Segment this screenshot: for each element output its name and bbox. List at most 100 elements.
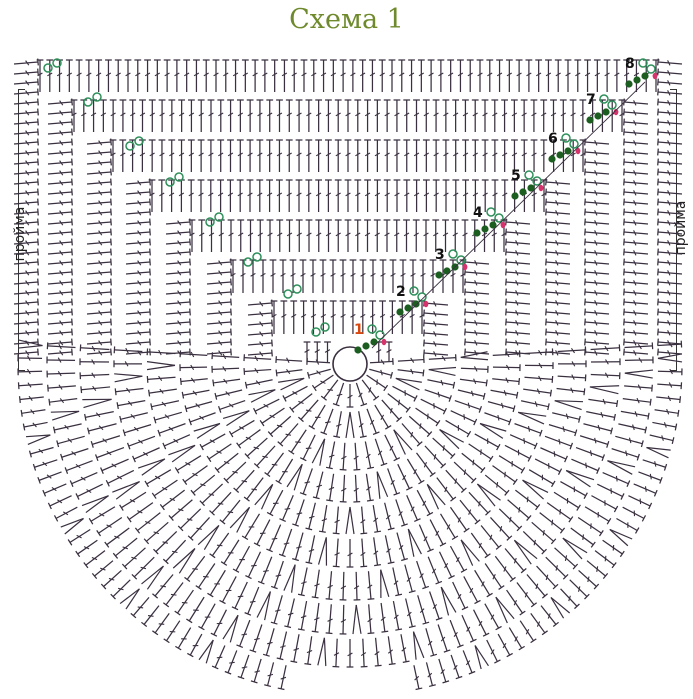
double-crochet-stitch	[545, 198, 571, 206]
increase-leg	[565, 470, 591, 488]
stitch-cross-mark	[667, 330, 671, 336]
double-crochet-stitch	[364, 99, 371, 132]
stitch-cross-mark	[389, 313, 396, 318]
stitch-cross-mark	[413, 152, 420, 157]
stitch-top-bar	[53, 515, 59, 522]
stitch-cross-mark	[423, 461, 427, 468]
stitch-stem	[368, 604, 372, 634]
stitch-top-bar	[210, 632, 218, 637]
stitch-stem	[449, 545, 465, 571]
stitch-stem	[623, 281, 649, 285]
stitch-stem	[125, 181, 151, 185]
stitch-cross-mark	[633, 250, 637, 256]
stitch-top-bar	[408, 590, 416, 594]
double-crochet-stitch	[130, 596, 150, 619]
stitch-stem	[256, 445, 276, 467]
stitch-cross-mark	[560, 112, 566, 117]
double-crochet-stitch	[353, 571, 361, 601]
stitch-cross-mark	[345, 152, 351, 157]
stitch-top-bar	[653, 489, 658, 497]
stitch-stem	[86, 321, 112, 325]
stitch-cross-mark	[433, 321, 437, 327]
stitch-top-bar	[430, 653, 438, 657]
stitch-top-bar	[189, 298, 191, 306]
double-crochet-stitch	[583, 423, 614, 435]
increase-v-stitch	[345, 411, 355, 439]
double-crochet-stitch	[86, 423, 117, 435]
stitch-cross-mark	[137, 230, 142, 236]
stitch-stem	[372, 505, 379, 532]
stitch-stem	[47, 141, 73, 145]
double-crochet-stitch	[432, 219, 440, 252]
stitch-top-bar	[244, 612, 252, 616]
stitch-top-bar	[230, 348, 232, 356]
stitch-cross-mark	[555, 280, 559, 286]
double-crochet-stitch	[584, 506, 612, 525]
double-crochet-stitch	[442, 219, 449, 252]
increase-v-stitch	[248, 389, 276, 403]
stitch-cross-mark	[555, 180, 559, 186]
stitch-top-bar	[71, 308, 73, 316]
stitch-top-bar	[545, 178, 547, 186]
stitch-cross-mark	[399, 72, 405, 77]
stitch-cross-mark	[171, 550, 178, 554]
stitch-cross-mark	[316, 484, 323, 488]
increase-leg	[114, 373, 143, 377]
stitch-stem	[47, 221, 73, 225]
stitch-top-bar	[37, 268, 39, 276]
double-crochet-stitch	[464, 328, 490, 336]
stitch-stem	[293, 634, 300, 662]
stitch-cross-mark	[633, 260, 637, 266]
increase-leg	[395, 377, 422, 383]
stitch-cross-mark	[654, 461, 657, 467]
chart-title: Схема 1	[289, 4, 404, 35]
double-crochet-stitch	[79, 344, 110, 352]
double-crochet-stitch	[212, 59, 220, 92]
double-crochet-stitch	[545, 268, 571, 276]
double-crochet-stitch	[13, 228, 39, 236]
stitch-top-bar	[47, 502, 52, 510]
stitch-cross-mark	[177, 350, 182, 356]
double-crochet-stitch	[574, 59, 582, 92]
stitch-top-bar	[146, 375, 149, 383]
stitch-stem	[424, 389, 451, 400]
stitch-cross-mark	[25, 200, 30, 206]
stitch-top-bar	[90, 440, 94, 448]
stitch-stem	[165, 321, 191, 325]
double-crochet-stitch	[179, 364, 208, 372]
stitch-cross-mark	[633, 170, 637, 176]
double-crochet-stitch	[464, 298, 490, 306]
stitch-stem	[80, 373, 110, 377]
stitch-top-bar	[535, 504, 541, 511]
double-crochet-stitch	[305, 502, 316, 531]
double-crochet-stitch	[397, 356, 425, 363]
stitch-cross-mark	[227, 152, 234, 157]
increase-leg	[522, 479, 549, 493]
increase-v-stitch	[562, 537, 588, 560]
stitch-cross-mark	[380, 272, 386, 277]
stitch-stem	[452, 581, 466, 609]
double-crochet-stitch	[332, 506, 340, 535]
double-crochet-stitch	[384, 535, 395, 565]
stitch-cross-mark	[91, 372, 96, 378]
stitch-cross-mark	[555, 240, 559, 246]
stitch-cross-mark	[433, 232, 439, 237]
double-crochet-stitch	[474, 569, 493, 598]
stitch-cross-mark	[341, 487, 347, 492]
stitch-stem	[445, 419, 470, 435]
double-crochet-stitch	[554, 59, 562, 92]
stitch-cross-mark	[471, 390, 474, 397]
stitch-stem	[355, 571, 358, 600]
stitch-cross-mark	[538, 362, 543, 369]
chain-ring-icon	[52, 58, 62, 68]
stitch-stem	[373, 537, 379, 566]
double-crochet-stitch	[243, 354, 272, 362]
increase-v-stitch	[137, 458, 166, 476]
stitch-cross-mark	[225, 391, 230, 396]
double-crochet-stitch	[462, 179, 469, 212]
stitch-cross-mark	[320, 272, 326, 277]
stitch-cross-mark	[433, 351, 437, 357]
stitch-top-bar	[110, 318, 112, 326]
stitch-cross-mark	[247, 152, 253, 157]
stitch-cross-mark	[296, 546, 302, 549]
